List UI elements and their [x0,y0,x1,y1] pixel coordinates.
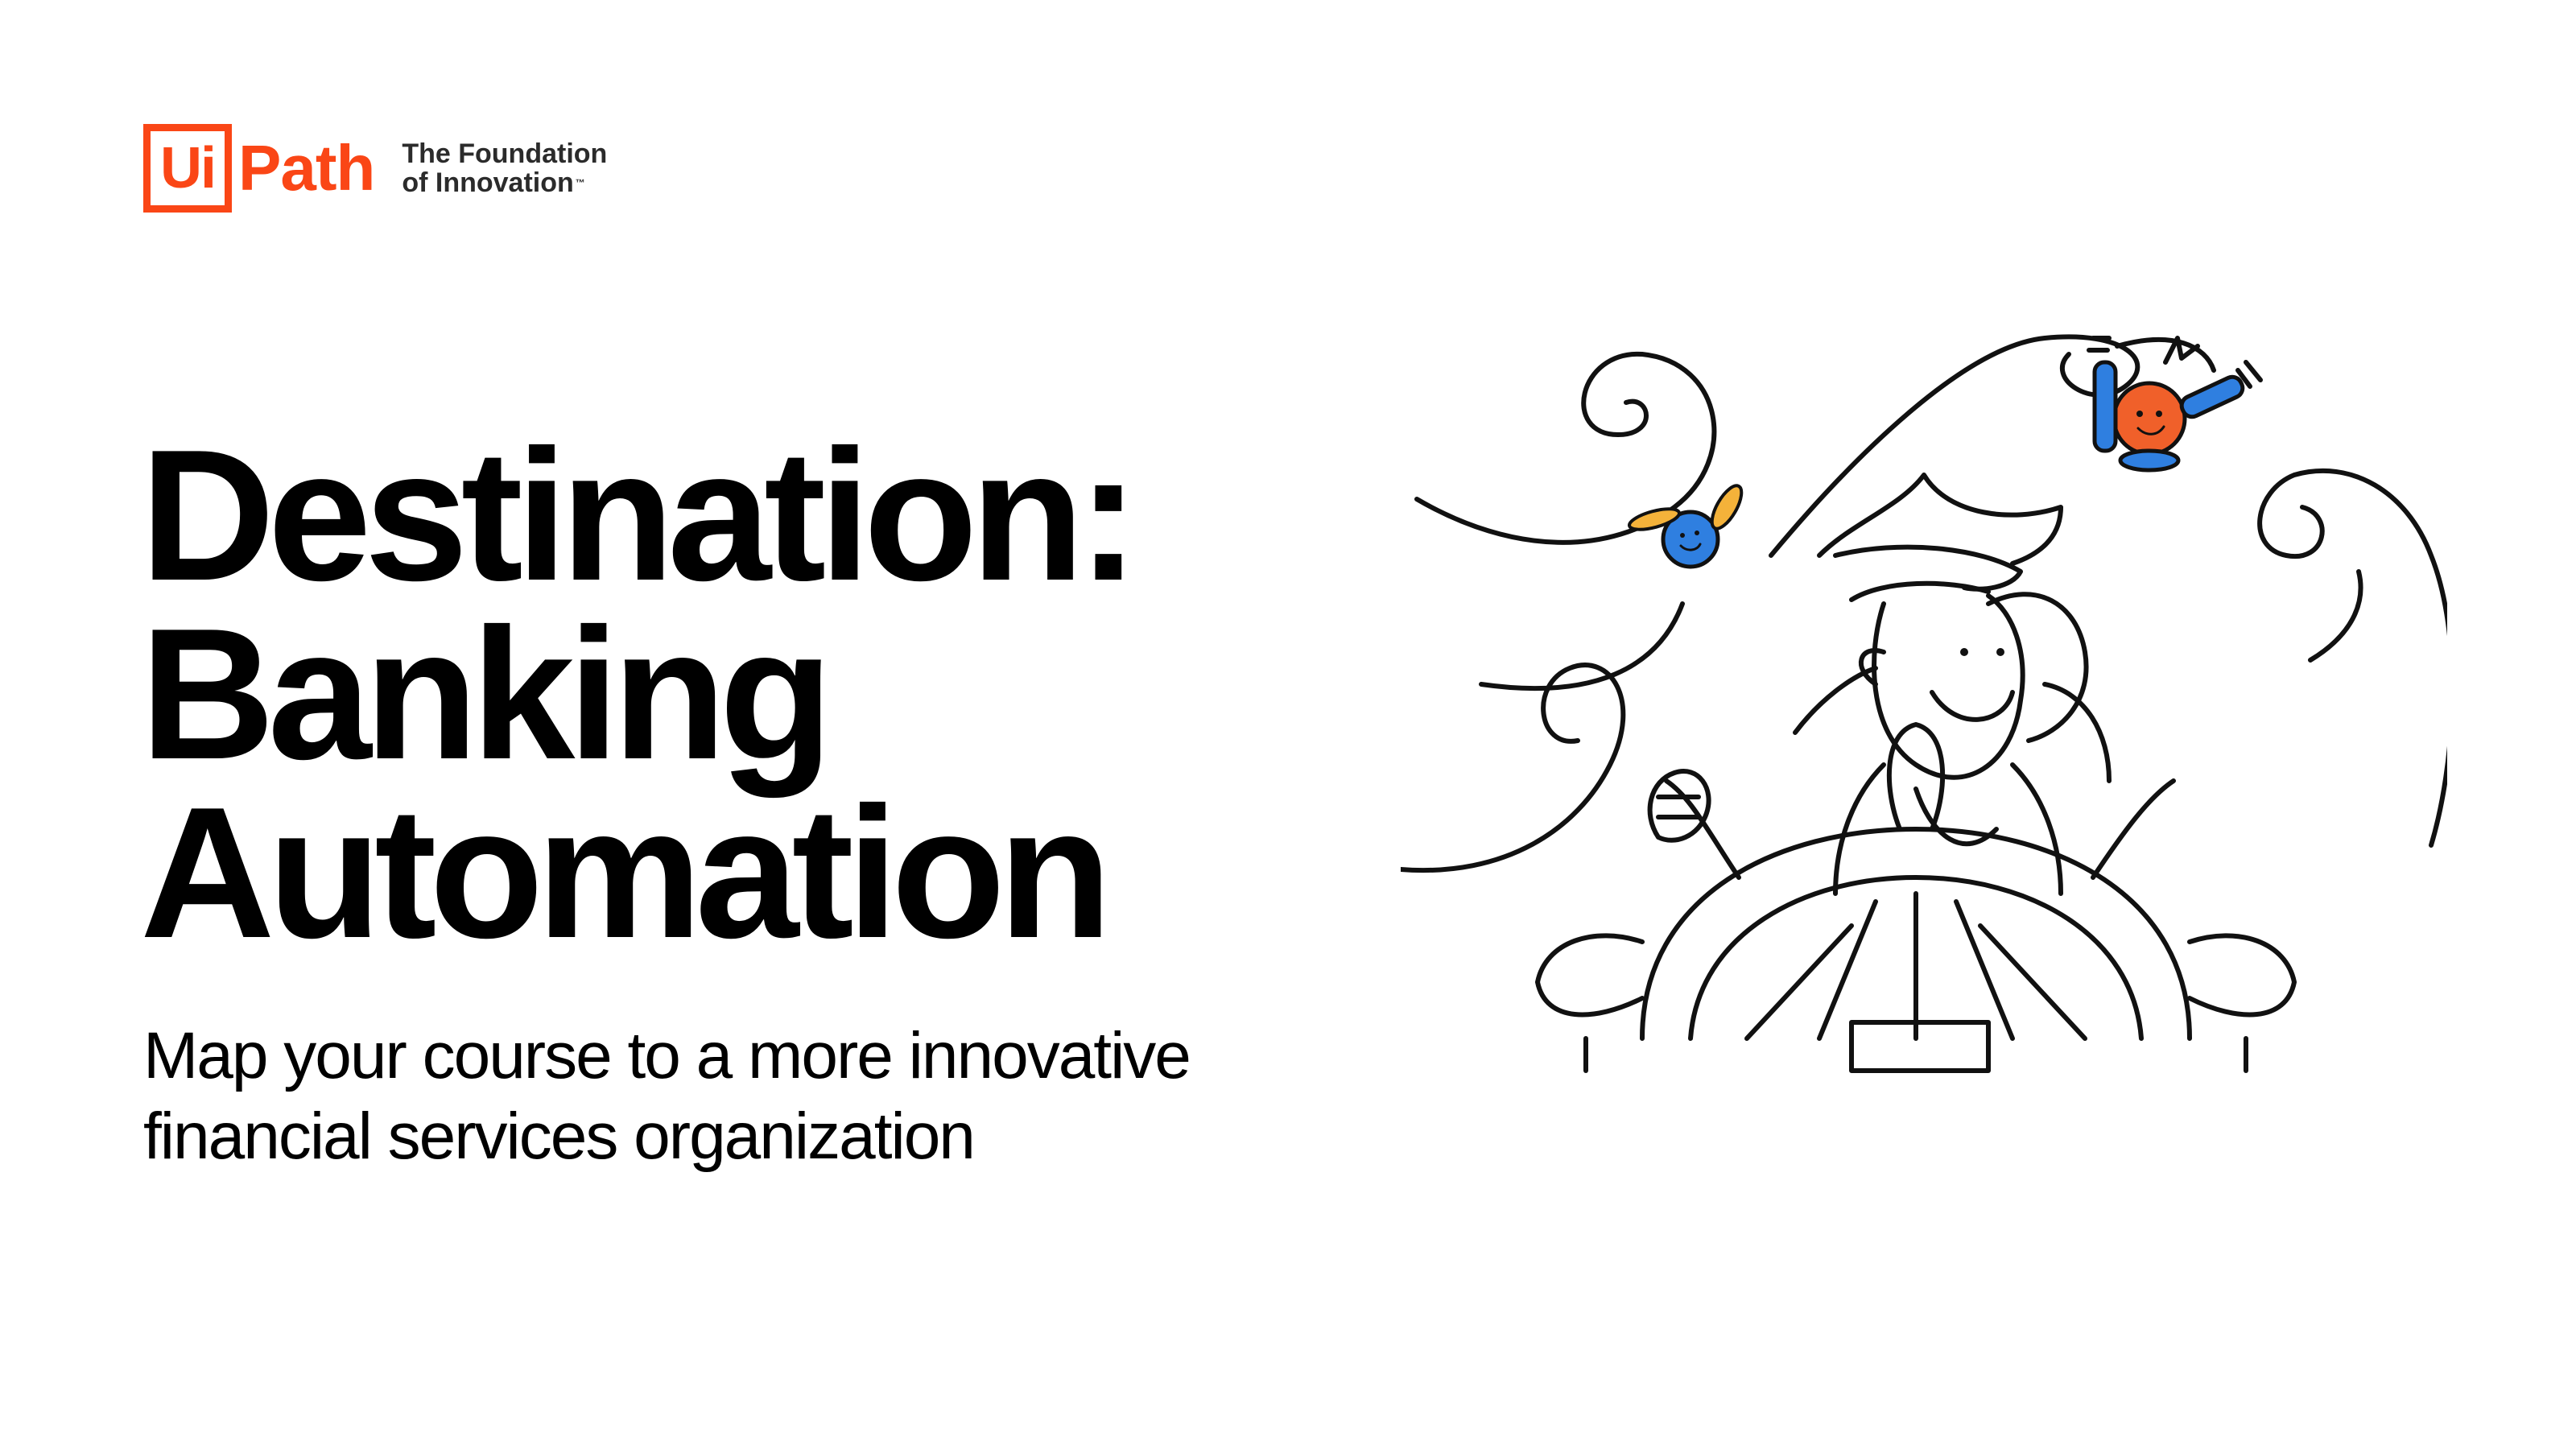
logo-wordmark: Path [238,132,375,204]
tagline-line-1: The Foundation [402,138,608,169]
captain-body [1833,762,2063,896]
page-title: Destination: Banking Automation [140,411,1139,977]
trademark: ™ [575,177,585,188]
captain-face [1793,592,2112,783]
blue-robot-icon [1627,484,1744,569]
ships-wheel [1535,722,2297,1073]
wind-swirls [1398,334,2455,873]
orange-robot-icon [2087,336,2263,473]
title-line-2: Banking [140,590,833,799]
page-subtitle: Map your course to a more innovative fin… [143,1016,1191,1177]
captain-illustration [1398,314,2455,1167]
title-line-1: Destination: [140,411,1139,620]
subtitle-line-2: financial services organization [143,1100,976,1173]
captain-at-ships-wheel-icon [1398,334,2455,1073]
subtitle-line-1: Map your course to a more innovative [143,1019,1191,1092]
captain-hat [1817,473,2063,602]
title-line-3: Automation [140,769,1113,977]
captain-hand [1647,769,1711,843]
logo-mark: Ui [143,124,232,213]
